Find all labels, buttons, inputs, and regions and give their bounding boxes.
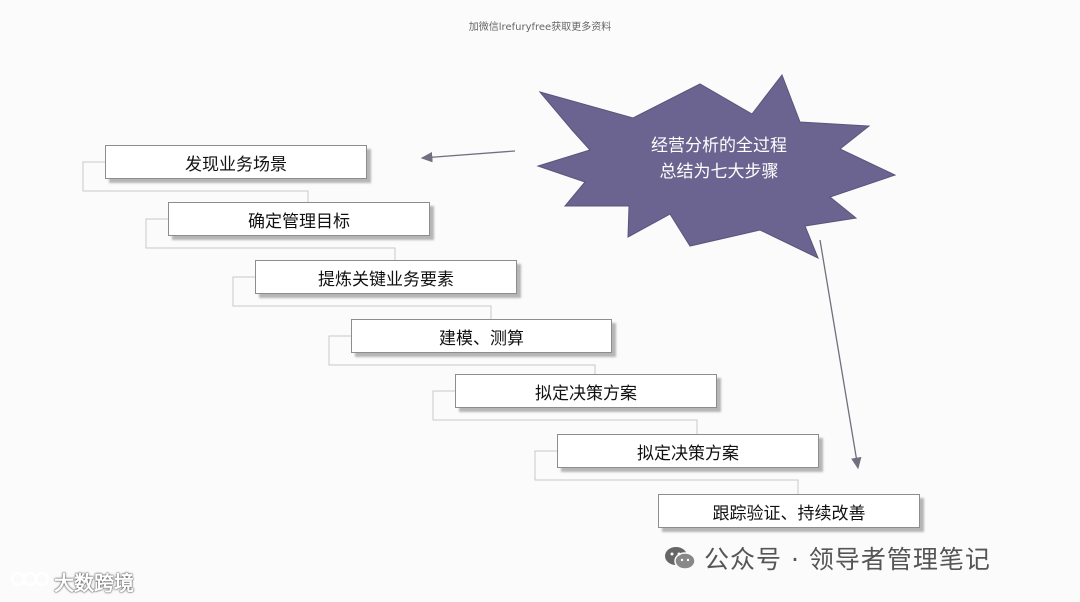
step-box: 拟定决策方案 <box>455 374 717 408</box>
step-box: 提炼关键业务要素 <box>255 260 517 294</box>
starburst-label: 经营分析的全过程 总结为七大步骤 <box>630 133 808 185</box>
arrow-to-last-step <box>819 239 862 470</box>
step-connector <box>145 218 396 260</box>
step-box: 拟定决策方案 <box>557 434 819 468</box>
step-box: 跟踪验证、持续改善 <box>658 494 920 528</box>
watermark-brand: 大数跨境 <box>10 567 134 596</box>
step-connector <box>328 335 596 374</box>
step-box: 确定管理目标 <box>168 202 430 236</box>
arrow-to-first-step <box>420 150 516 163</box>
watermark-brand-text: 大数跨境 <box>54 571 134 595</box>
logo-icon <box>10 568 50 595</box>
step-connector <box>534 450 799 494</box>
starburst-line-1: 经营分析的全过程 <box>651 136 787 156</box>
starburst-line-2: 总结为七大步骤 <box>659 162 779 182</box>
step-connectors <box>82 161 799 494</box>
step-connector <box>232 276 492 319</box>
step-connector <box>432 390 698 434</box>
starburst-shape <box>536 73 897 260</box>
step-box: 发现业务场景 <box>105 145 367 179</box>
watermark-official-account: 公众号 · 领导者管理笔记 <box>664 540 991 576</box>
step-box: 建模、测算 <box>351 319 612 353</box>
wechat-icon <box>664 545 696 571</box>
step-connector <box>82 161 309 202</box>
watermark-official-account-text: 公众号 · 领导者管理笔记 <box>704 545 991 574</box>
header-note: 加微信lrefuryfree获取更多资料 <box>468 22 612 33</box>
